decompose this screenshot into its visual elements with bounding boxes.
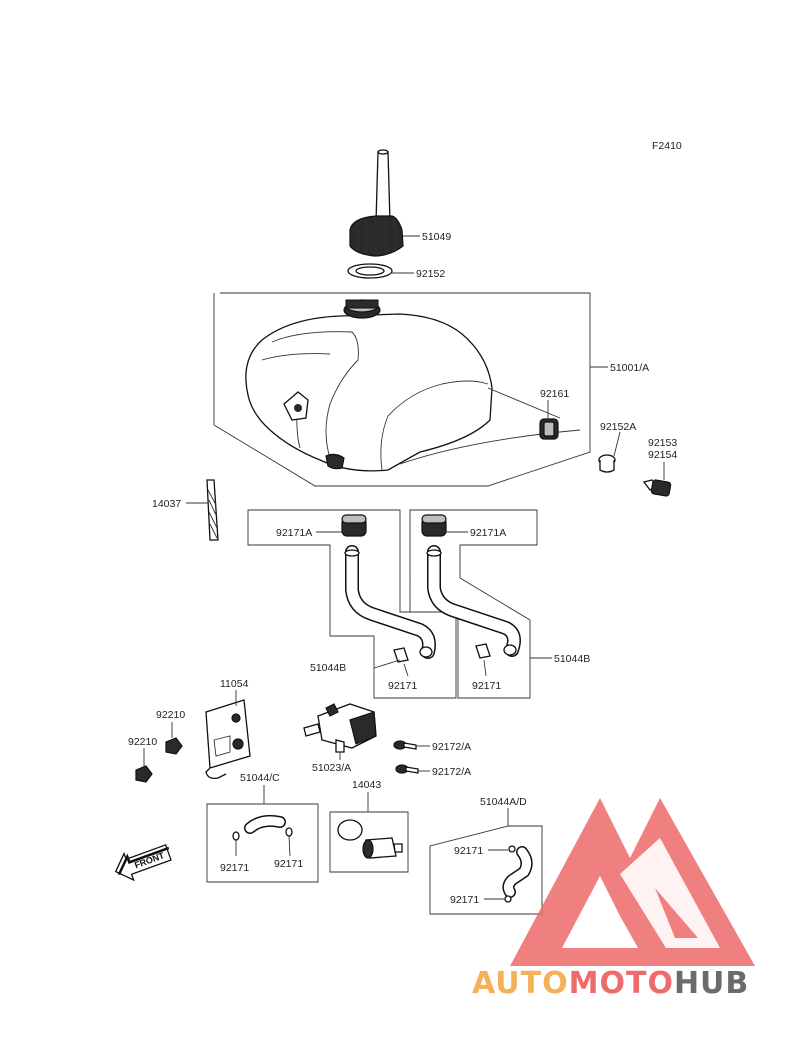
clip-92171-d1[interactable] xyxy=(508,845,516,853)
label-92172A-a: 92172/A xyxy=(432,741,471,753)
label-51049: 51049 xyxy=(422,231,451,243)
label-51001A: 51001/A xyxy=(610,362,649,374)
clip-92171-b2[interactable] xyxy=(475,643,491,659)
clip-92171-c2[interactable] xyxy=(285,827,293,837)
label-92171-c2: 92171 xyxy=(274,858,303,870)
watermark-moto: MOTO xyxy=(569,966,674,1001)
label-14037: 14037 xyxy=(152,498,181,510)
grommet-92161[interactable] xyxy=(539,418,559,440)
label-51044B-left: 51044B xyxy=(310,662,346,674)
label-92171-d1: 92171 xyxy=(454,845,483,857)
tank-group-outline xyxy=(213,292,591,487)
filter-14037[interactable] xyxy=(206,479,219,541)
collar-92152A[interactable] xyxy=(598,454,616,473)
hose-group-c-outline xyxy=(206,785,319,883)
clamp-92171A-right[interactable] xyxy=(421,514,447,537)
screw-92172A-a[interactable] xyxy=(393,740,417,750)
watermark-triangle-icon xyxy=(510,798,755,966)
watermark-hub: HUB xyxy=(674,966,749,1001)
label-14043: 14043 xyxy=(352,779,381,791)
sediment-cup-14043[interactable] xyxy=(362,837,403,859)
label-92171A-right: 92171A xyxy=(470,527,506,539)
fuel-hose-51044B-right[interactable] xyxy=(426,545,521,657)
hose-group-left-outline xyxy=(247,509,457,699)
hose-group-ad-outline xyxy=(429,808,543,915)
automotohub-watermark: AUTOMOTOHUB xyxy=(472,798,755,1001)
clip-92171-c1[interactable] xyxy=(232,831,240,841)
label-92210-b: 92210 xyxy=(128,736,157,748)
fuel-tank-51001A[interactable] xyxy=(245,299,581,472)
nut-92210-b[interactable] xyxy=(135,765,153,783)
label-92171-b2: 92171 xyxy=(472,680,501,692)
fuel-hose-51044AD[interactable] xyxy=(502,846,533,898)
bolt-92153[interactable] xyxy=(642,479,672,497)
label-51044B-right: 51044B xyxy=(554,653,590,665)
label-92171A-left: 92171A xyxy=(276,527,312,539)
fuel-hose-51044C[interactable] xyxy=(244,814,286,834)
label-92171-c1: 92171 xyxy=(220,862,249,874)
fuel-cap-51049[interactable] xyxy=(349,215,404,257)
clip-92171-b1[interactable] xyxy=(393,647,409,663)
label-11054: 11054 xyxy=(220,678,249,690)
front-direction-arrow: FRONT xyxy=(114,844,172,882)
clamp-92171A-left[interactable] xyxy=(341,514,367,537)
watermark-auto: AUTO xyxy=(472,966,569,1001)
fuel-cock-51023A[interactable] xyxy=(303,703,377,753)
part-group-14043-outline xyxy=(329,792,409,873)
label-92210-a: 92210 xyxy=(156,709,185,721)
gasket-92152[interactable] xyxy=(347,263,393,279)
label-51044C: 51044/C xyxy=(240,772,280,784)
fuel-hose-51044B-left[interactable] xyxy=(344,545,436,659)
label-92152A: 92152A xyxy=(600,421,636,433)
label-92161: 92161 xyxy=(540,388,569,400)
figure-code: F2410 xyxy=(652,140,682,152)
label-92154: 92154 xyxy=(648,449,677,461)
label-92153: 92153 xyxy=(648,437,677,449)
svg-text:AUTOMOTOHUB: AUTOMOTOHUB xyxy=(472,966,749,1001)
screw-92172A-b[interactable] xyxy=(395,764,419,774)
label-92172A-b: 92172/A xyxy=(432,766,471,778)
label-51044AD: 51044A/D xyxy=(480,796,527,808)
breather-tube xyxy=(375,149,391,223)
label-92171-d2: 92171 xyxy=(450,894,479,906)
label-51023A: 51023/A xyxy=(312,762,351,774)
oring-14043[interactable] xyxy=(337,819,363,841)
label-92152: 92152 xyxy=(416,268,445,280)
nut-92210-a[interactable] xyxy=(165,737,183,755)
label-92171-b1: 92171 xyxy=(388,680,417,692)
bracket-11054[interactable] xyxy=(205,699,251,780)
